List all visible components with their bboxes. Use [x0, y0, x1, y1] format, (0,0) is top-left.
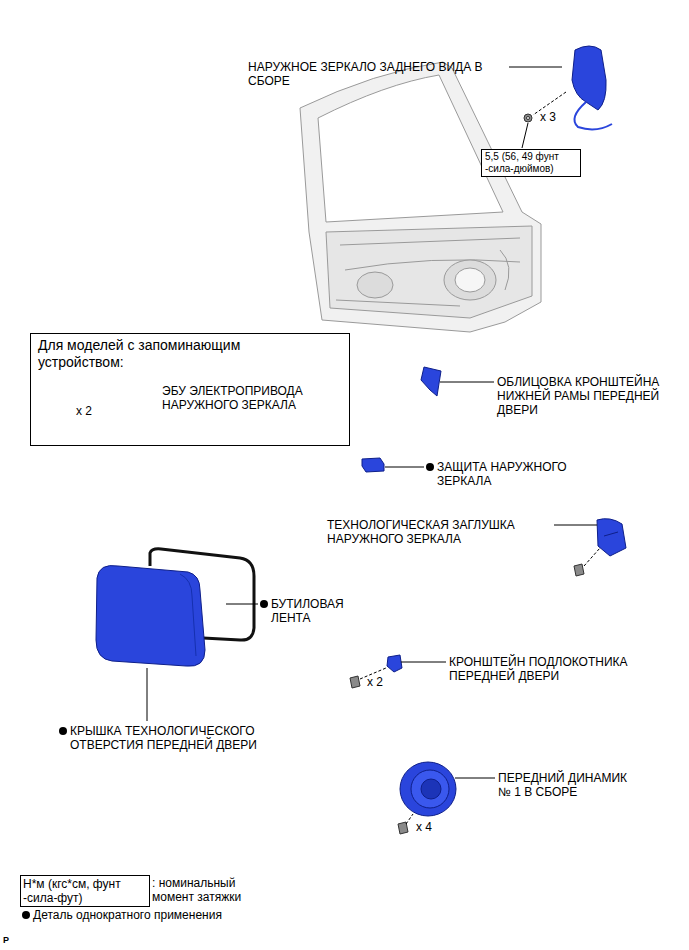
- nut: [524, 114, 532, 122]
- quantity: x 3: [540, 110, 570, 124]
- note-heading: Для моделей с запоминающим устройством:: [38, 337, 318, 371]
- screw: [350, 676, 360, 688]
- door-panel: [336, 300, 460, 306]
- hole-plug: [604, 532, 618, 536]
- door-panel: [300, 62, 541, 332]
- quantity: x 4: [416, 820, 446, 834]
- frame-bracket-trim: [421, 367, 441, 396]
- service-hole-cover: [180, 574, 196, 656]
- leader-line: [385, 467, 424, 468]
- outside-mirror: [574, 102, 612, 129]
- quantity: x 2: [76, 404, 106, 418]
- outside-mirror: [572, 46, 612, 129]
- nut: [527, 117, 530, 120]
- leader-line: [440, 382, 494, 383]
- door-panel: [318, 75, 503, 222]
- hole-plug: [597, 519, 626, 556]
- speaker: [400, 762, 456, 816]
- door-panel: [455, 268, 485, 292]
- part-name: КРОНШТЕЙН ПОДЛОКОТНИКА ПЕРЕДНЕЙ ДВЕРИ: [449, 655, 683, 683]
- legend-text: : номинальный момент затяжки: [152, 876, 264, 904]
- leader-line: [401, 662, 446, 663]
- mirror-protector: [362, 458, 384, 472]
- door-panel: [500, 250, 509, 290]
- single-use-mark: [260, 600, 268, 608]
- door-panel: [345, 260, 520, 270]
- torque-spec-box: 5,5 (56, 49 фунт -сила-дюймов): [481, 149, 581, 177]
- model-note-box: Для моделей с запоминающим устройством: x…: [30, 333, 350, 446]
- torque-value: 5,5 (56, 49 фунт -сила-дюймов): [485, 151, 577, 175]
- part-name: БУТИЛОВАЯ ЛЕНТА: [271, 597, 351, 625]
- leader-line: [509, 67, 562, 68]
- legend-text: Деталь однократного применения: [33, 908, 333, 922]
- part-name: ОБЛИЦОВКА КРОНШТЕЙНА НИЖНЕЙ РАМЫ ПЕРЕДНЕ…: [497, 375, 685, 417]
- mirror-protector: [362, 458, 384, 472]
- single-use-mark: [22, 911, 30, 919]
- speaker: [421, 779, 441, 799]
- part-name: КРЫШКА ТЕХНОЛОГИЧЕСКОГО ОТВЕРСТИЯ ПЕРЕДН…: [70, 724, 294, 752]
- door-panel: [300, 62, 541, 332]
- part-name: НАРУЖНОЕ ЗЕРКАЛО ЗАДНЕГО ВИДА В СБОРЕ: [248, 60, 506, 88]
- screw: [574, 564, 584, 576]
- part-name: ЗАЩИТА НАРУЖНОГО ЗЕРКАЛА: [437, 460, 597, 488]
- outside-mirror: [572, 46, 606, 110]
- speaker: [400, 762, 456, 816]
- frame-bracket-trim: [421, 367, 441, 396]
- part-name: ТЕХНОЛОГИЧЕСКАЯ ЗАГЛУШКА НАРУЖНОГО ЗЕРКА…: [327, 518, 551, 546]
- speaker: [411, 770, 449, 808]
- door-panel: [444, 260, 496, 300]
- single-use-mark: [426, 463, 434, 471]
- service-hole-cover: [96, 566, 205, 667]
- unit-text: Н*м (кгс*см, фунт -сила-фут): [23, 877, 147, 905]
- part-name: ПЕРЕДНИЙ ДИНАМИК № 1 В СБОРЕ: [498, 771, 640, 799]
- door-panel: [340, 238, 520, 245]
- nut: [524, 114, 532, 122]
- door-panel: [357, 272, 393, 298]
- legend-sample-box: Н*м (кгс*см, фунт -сила-фут): [20, 875, 150, 907]
- single-use-mark: [59, 727, 67, 735]
- leader-line: [147, 668, 148, 721]
- leader-line: [226, 604, 258, 605]
- screw: [350, 676, 360, 688]
- service-hole-cover: [96, 566, 205, 667]
- screw: [574, 564, 584, 576]
- hole-plug: [597, 519, 626, 556]
- armrest-bracket: [387, 655, 402, 672]
- dashed-leader: [584, 548, 600, 566]
- leader-line: [554, 525, 597, 526]
- page-mark: P: [3, 935, 23, 946]
- dashed-leader: [406, 814, 413, 824]
- part-name: ЭБУ ЭЛЕКТРОПРИВОДА НАРУЖНОГО ЗЕРКАЛА: [162, 384, 344, 412]
- door-panel: [326, 226, 532, 318]
- quantity: x 2: [367, 675, 397, 689]
- armrest-bracket: [387, 655, 402, 672]
- leader-line: [522, 123, 528, 148]
- leader-line: [455, 778, 495, 779]
